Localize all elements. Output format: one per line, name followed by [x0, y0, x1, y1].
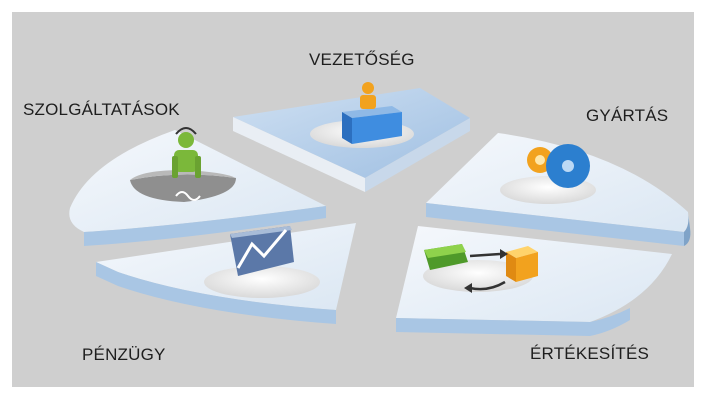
label-gyartas: GYÁRTÁS [586, 106, 669, 125]
services-support-icon [130, 127, 236, 202]
management-desk-icon [342, 82, 402, 144]
label-ertekesites: ÉRTÉKESÍTÉS [530, 344, 650, 363]
label-szolgaltatasok: SZOLGÁLTATÁSOK [23, 100, 180, 119]
slice-vezetoseg [233, 82, 470, 192]
production-gears-icon [527, 144, 590, 188]
sales-exchange-icon [424, 244, 538, 293]
finance-chart-icon [230, 226, 294, 276]
slice-gyartas [426, 133, 691, 246]
slice-ertekesites [396, 226, 672, 336]
label-vezetoseg: VEZETŐSÉG [309, 50, 415, 69]
label-penzugy: PÉNZÜGY [82, 345, 166, 364]
slice-penzugy [96, 223, 356, 324]
slice-szolgaltatasok [69, 127, 326, 246]
